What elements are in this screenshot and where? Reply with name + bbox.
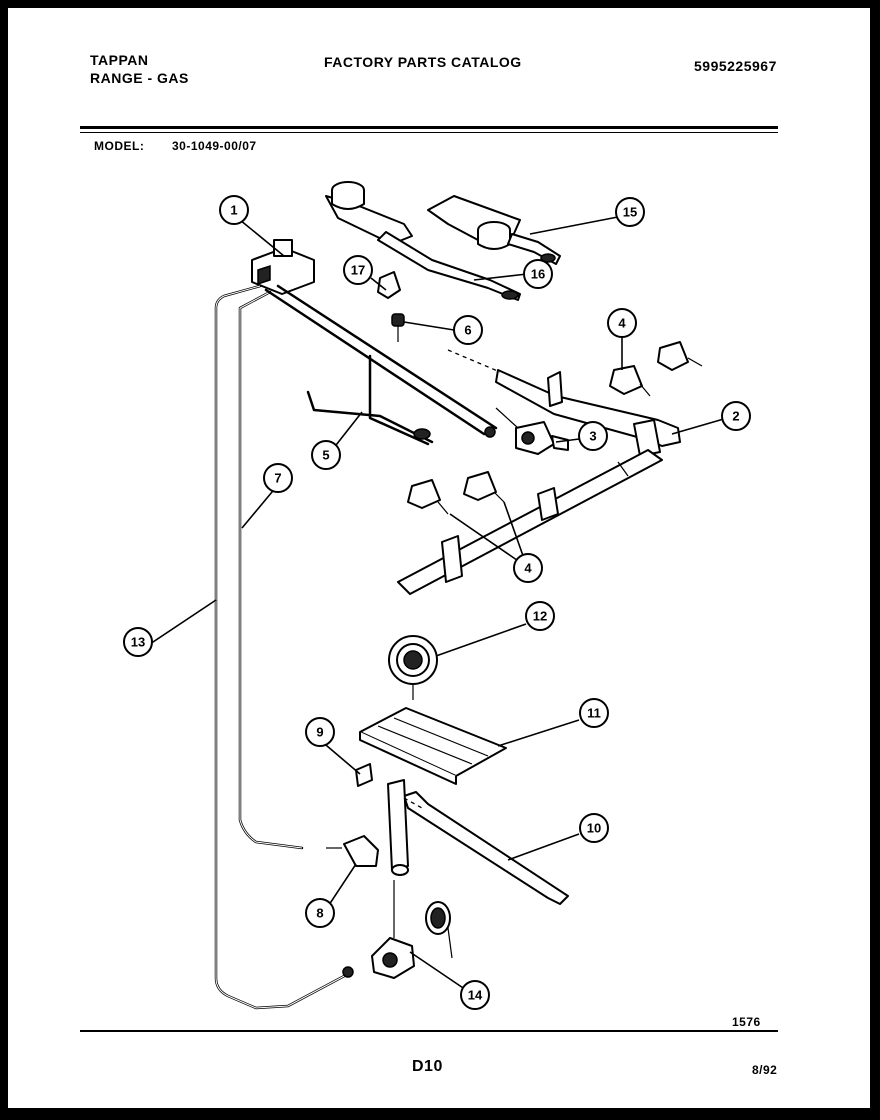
footer-rule [80, 1030, 778, 1032]
callout-11: 11 [579, 698, 609, 728]
callout-14: 14 [460, 980, 490, 1010]
svg-text:17: 17 [351, 263, 365, 278]
svg-text:15: 15 [623, 205, 637, 220]
page-code: D10 [412, 1058, 443, 1075]
svg-text:5: 5 [322, 448, 329, 463]
svg-text:7: 7 [274, 471, 281, 486]
parts-catalog-page: TAPPAN RANGE - GAS FACTORY PARTS CATALOG… [8, 8, 870, 1108]
valve-4-upper [609, 341, 703, 397]
product-label: RANGE - GAS [90, 70, 189, 86]
regulator-1 [251, 239, 315, 295]
callout-1: 1 [219, 195, 249, 225]
clip-9 [355, 763, 373, 787]
valve-3 [495, 407, 569, 455]
svg-text:9: 9 [316, 725, 323, 740]
callout-4-upper: 4 [607, 308, 637, 338]
valve-14 [371, 880, 453, 979]
model-label: MODEL: [94, 139, 145, 153]
drawing-number: 1576 [732, 1015, 761, 1029]
callout-2: 2 [721, 401, 751, 431]
callout-13: 13 [123, 627, 153, 657]
callout-8: 8 [305, 898, 335, 928]
valve-4-lower [407, 471, 505, 515]
callout-7: 7 [263, 463, 293, 493]
orifice-6 [391, 313, 405, 342]
callout-9: 9 [305, 717, 335, 747]
callout-16: 16 [523, 259, 553, 289]
svg-text:4: 4 [618, 316, 626, 331]
callout-3: 3 [578, 421, 608, 451]
svg-text:11: 11 [587, 706, 601, 721]
model-number: 30-1049-00/07 [172, 139, 257, 153]
svg-text:10: 10 [587, 821, 601, 836]
callout-4-lower: 4 [513, 553, 543, 583]
gas-tube-7 [238, 290, 304, 850]
leader-lines [143, 215, 735, 997]
igniter-8 [326, 835, 379, 867]
manifold-2 [447, 349, 681, 457]
burner-bar [397, 449, 663, 595]
callout-10: 10 [579, 813, 609, 843]
catalog-title: FACTORY PARTS CATALOG [324, 54, 522, 70]
svg-text:1: 1 [230, 203, 237, 218]
header-rule-thin [80, 132, 778, 133]
catalog-number: 5995225967 [694, 58, 777, 74]
svg-text:8: 8 [316, 906, 323, 921]
brand-label: TAPPAN [90, 52, 149, 68]
callout-12: 12 [525, 601, 555, 631]
svg-text:4: 4 [524, 561, 532, 576]
exploded-parts-diagram: 1 2 3 4 4 5 6 7 8 9 10 11 12 13 14 15 16… [123, 181, 751, 1010]
svg-text:16: 16 [531, 267, 545, 282]
shield-11 [359, 707, 507, 785]
callout-5: 5 [311, 440, 341, 470]
callout-6: 6 [453, 315, 483, 345]
svg-text:3: 3 [589, 429, 596, 444]
manifold-tubes [264, 284, 498, 446]
svg-text:13: 13 [131, 635, 145, 650]
burner-assembly-15 [427, 195, 561, 265]
burner-tube-10 [387, 779, 569, 905]
revision-date: 8/92 [752, 1063, 778, 1077]
bracket-17 [377, 271, 401, 299]
svg-text:6: 6 [464, 323, 471, 338]
grommet-12 [388, 635, 438, 700]
svg-text:12: 12 [533, 609, 547, 624]
svg-text:2: 2 [732, 409, 739, 424]
callout-15: 15 [615, 197, 645, 227]
gas-tube-13 [214, 284, 354, 1010]
svg-text:14: 14 [468, 988, 483, 1003]
callout-17: 17 [343, 255, 373, 285]
burner-assembly-16 [325, 181, 521, 301]
header-rule [80, 126, 778, 129]
